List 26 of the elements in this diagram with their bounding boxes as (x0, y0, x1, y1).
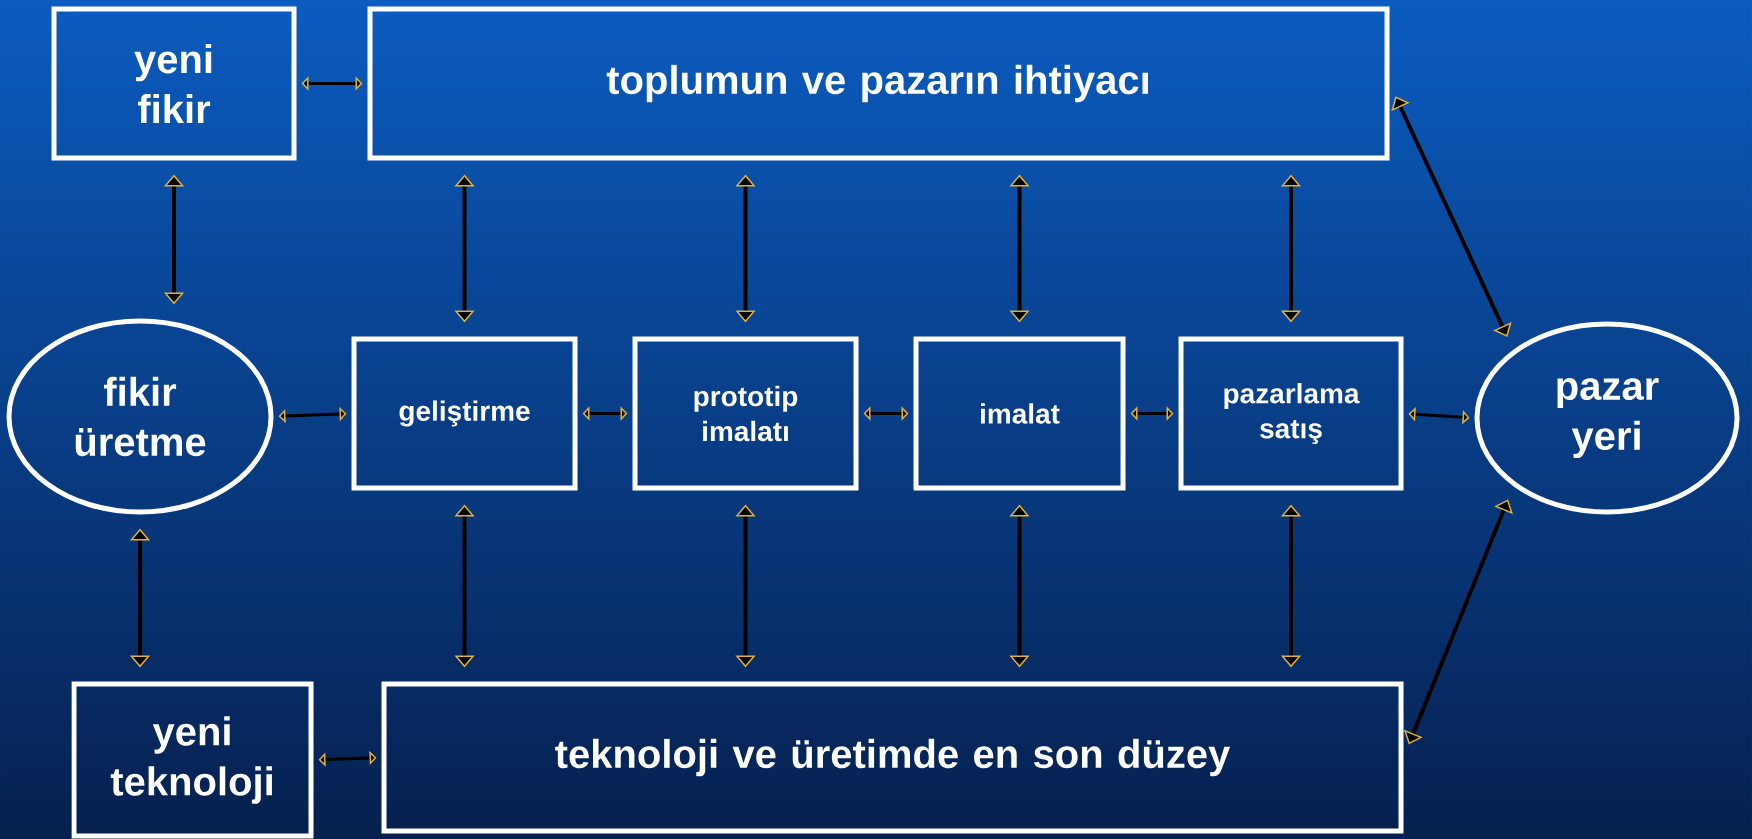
process-box: prototip imalatı (632, 336, 859, 491)
double-arrow (1009, 174, 1030, 323)
double-arrow (163, 174, 185, 305)
process-box: imalat (913, 336, 1126, 491)
double-arrow (582, 406, 628, 421)
process-box: yeni fikir (51, 6, 297, 161)
process-box: toplumun ve pazarın ihtiyacı (367, 6, 1390, 161)
double-arrow (735, 504, 756, 668)
double-arrow (863, 406, 909, 421)
double-arrow (735, 174, 756, 323)
double-arrow (129, 528, 151, 668)
double-arrow (278, 406, 347, 424)
double-arrow (1280, 174, 1302, 323)
double-arrow (318, 750, 377, 767)
process-box: pazarlama satış (1178, 336, 1404, 491)
double-arrow (1280, 504, 1302, 668)
process-box: geliştirme (351, 336, 578, 491)
double-arrow (301, 76, 363, 91)
double-arrow (1009, 504, 1030, 668)
process-box: yeni teknoloji (71, 681, 314, 839)
double-arrow (454, 504, 475, 668)
process-box: teknoloji ve üretimde en son düzey (381, 681, 1404, 834)
ellipse-node: pazar yeri (1474, 321, 1740, 515)
ellipse-node: fikir üretme (6, 318, 274, 515)
double-arrow (454, 174, 475, 323)
double-arrow (1130, 406, 1174, 421)
